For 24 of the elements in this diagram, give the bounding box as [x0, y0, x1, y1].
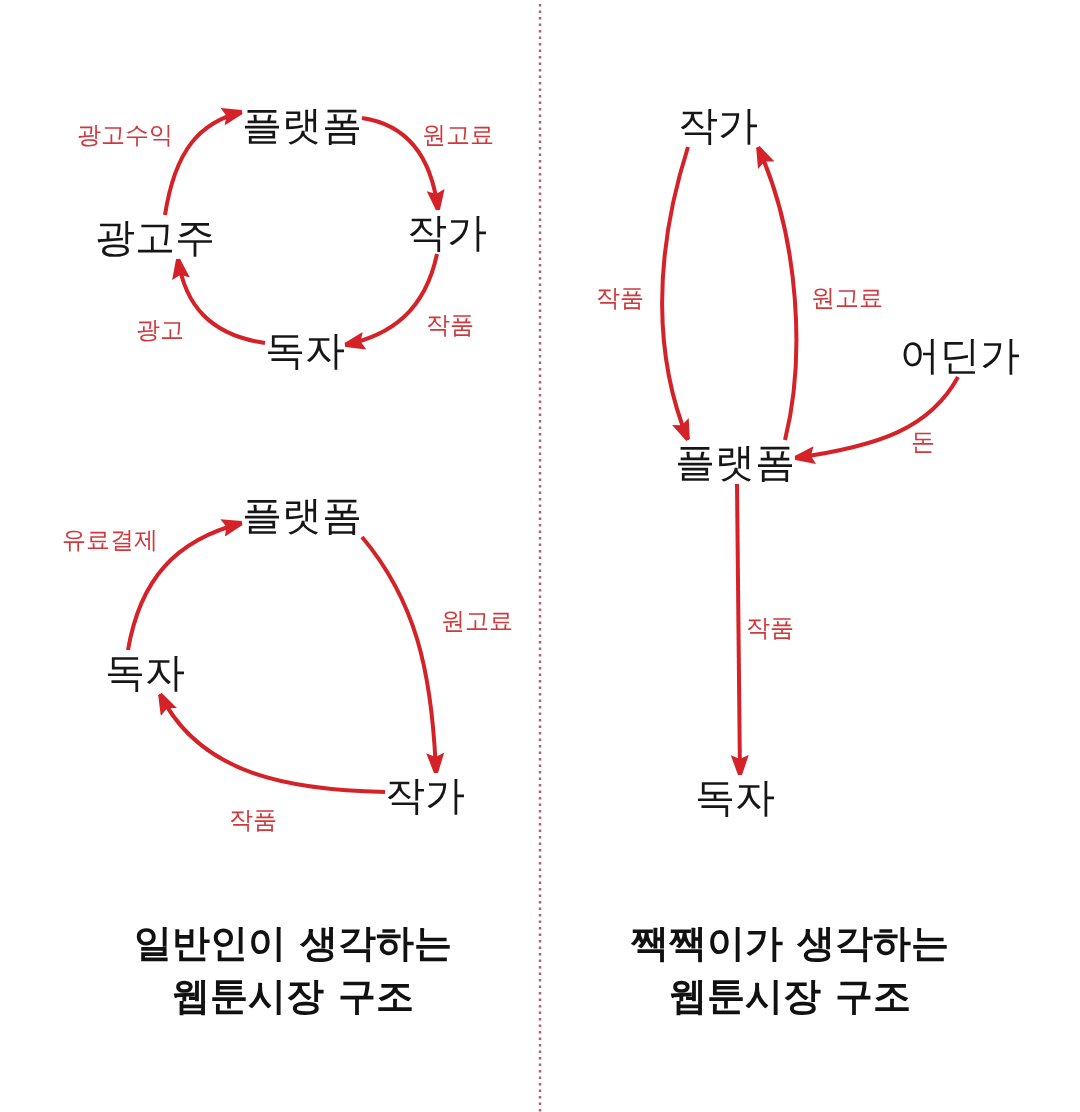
node-label: 작가	[385, 773, 465, 817]
node-label: 독자	[265, 328, 345, 372]
node-label: 어딘가	[900, 333, 1020, 377]
edge-label: 작품	[746, 615, 794, 642]
edge-label: 유료결제	[62, 527, 158, 554]
node-label: 광고주	[95, 215, 215, 259]
edge-label: 광고수익	[77, 122, 173, 149]
node-label: 작가	[678, 103, 758, 147]
edge-label: 광고	[136, 317, 184, 344]
caption: 짹짹이가 생각하는 웹툰시장 구조	[630, 920, 950, 1021]
caption: 일반인이 생각하는 웹툰시장 구조	[133, 920, 453, 1021]
node-label: 플랫폼	[675, 440, 795, 484]
node-label: 독자	[695, 775, 775, 819]
node-label: 독자	[105, 650, 185, 694]
node-label: 플랫폼	[242, 103, 362, 147]
node-label: 플랫폼	[242, 493, 362, 537]
edge-label: 원고료	[441, 608, 513, 635]
edge-label: 돈	[911, 429, 935, 456]
edge-label: 작품	[229, 807, 277, 834]
node-label: 작가	[407, 210, 487, 254]
edge-label: 작품	[596, 285, 644, 312]
edge-label: 원고료	[811, 285, 883, 312]
edge-label: 작품	[426, 312, 474, 339]
edge-label: 원고료	[422, 122, 494, 149]
